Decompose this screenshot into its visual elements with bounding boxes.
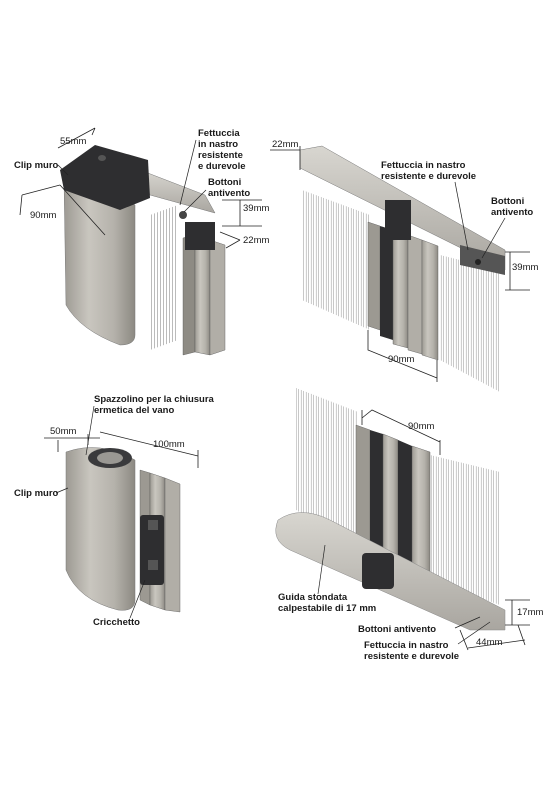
- bottoni-line-2: antivento: [208, 188, 250, 199]
- dim-44-label: 44mm: [476, 637, 502, 648]
- antiwind-button: [179, 211, 187, 219]
- dim-90-line: [367, 330, 438, 382]
- profile-2: [380, 226, 393, 340]
- cricchetto-label: Cricchetto: [93, 617, 140, 628]
- dim-90-line: [19, 184, 106, 236]
- ratchet-knob: [148, 520, 158, 530]
- mesh-right: [430, 455, 500, 605]
- panel-top-right: 22mm Fettuccia in nastro resistente e du…: [270, 139, 538, 392]
- roll-core: [97, 452, 123, 464]
- rail-end-black: [460, 245, 505, 275]
- panel-bottom-left: Spazzolino per la chiusura ermetica del …: [14, 394, 215, 628]
- dim-50-label: 50mm: [50, 426, 76, 437]
- bottoni-line-2: antivento: [491, 207, 533, 218]
- dim-22-label: 22mm: [272, 139, 298, 150]
- profile-1: [182, 233, 196, 356]
- dim-90-label: 90mm: [408, 421, 434, 432]
- ratchet-knob-2: [148, 560, 158, 570]
- fettuccia-line-1: Fettuccia in nastro: [381, 160, 466, 171]
- dim-44-line: [459, 624, 526, 651]
- dim-22-label: 22mm: [243, 235, 269, 246]
- dim-39-line: [505, 251, 530, 291]
- dim-55-label: 55mm: [60, 136, 86, 147]
- bottoni-leader: [481, 217, 506, 259]
- fettuccia-line-2: resistente e durevole: [364, 651, 459, 662]
- profile-4: [407, 234, 423, 355]
- clip-muro-label: Clip muro: [14, 160, 59, 171]
- dim-90-line: [361, 409, 441, 455]
- fettuccia-leader: [454, 181, 469, 251]
- spazzolino-line-1: Spazzolino per la chiusura: [94, 394, 215, 405]
- profile-3: [392, 229, 409, 349]
- spazzolino-line-2: ermetica del vano: [94, 405, 174, 416]
- guida-leader: [317, 544, 326, 595]
- cassette-body: [65, 447, 136, 611]
- clip-muro-leader: [55, 487, 69, 494]
- panel-bottom-right: 90mm Guida stondata calpestabile di 17 m…: [275, 388, 543, 662]
- fettuccia-line-4: e durevole: [198, 161, 246, 172]
- cricchetto-leader: [129, 579, 146, 619]
- dim-22-line: [219, 231, 241, 249]
- profile-2: [194, 233, 211, 356]
- cassette-body: [63, 179, 136, 346]
- dim-39-label: 39mm: [243, 203, 269, 214]
- profile-4: [398, 440, 412, 575]
- spazzolino-leader: [85, 405, 95, 456]
- dim-100-label: 100mm: [153, 439, 185, 450]
- mesh-right: [440, 255, 500, 392]
- clip-muro-leader: [57, 164, 69, 176]
- fettuccia-line-3: resistente: [198, 150, 243, 161]
- bottoni-line-1: Bottoni: [491, 196, 524, 207]
- profile-3: [164, 477, 181, 613]
- bottoni-leader: [454, 616, 481, 629]
- dim-100-line: [99, 431, 199, 468]
- bottoni-line-1: Bottoni: [208, 177, 241, 188]
- profile-2: [370, 430, 383, 565]
- mesh-left: [296, 388, 358, 545]
- profile-3: [209, 239, 226, 356]
- guida-line-1: Guida stondata: [278, 592, 348, 603]
- dim-39-label: 39mm: [512, 262, 538, 273]
- bottoni-label: Bottoni antivento: [358, 624, 436, 635]
- dim-50-line: [44, 434, 100, 452]
- dim-90-label: 90mm: [30, 210, 56, 221]
- fettuccia-leader: [457, 621, 491, 645]
- bottoni-leader: [183, 189, 207, 213]
- cap-hole: [98, 155, 106, 161]
- black-bracket: [185, 222, 215, 250]
- fettuccia-line-1: Fettuccia: [198, 128, 240, 139]
- fettuccia-line-1: Fettuccia in nastro: [364, 640, 449, 651]
- black-end-cap: [60, 145, 150, 210]
- mesh-screen: [150, 205, 178, 350]
- dim-17-line: [505, 599, 530, 626]
- fettuccia-line-2: in nastro: [198, 139, 238, 150]
- fettuccia-leader: [179, 139, 197, 206]
- guida-line-2: calpestabile di 17 mm: [278, 603, 376, 614]
- antiwind-button: [475, 259, 481, 265]
- dim-39-line: [222, 199, 262, 227]
- dim-90-label: 90mm: [388, 354, 414, 365]
- mesh-left: [302, 190, 370, 330]
- profile-5: [411, 445, 431, 581]
- panel-top-left: 55mm Clip muro 90mm Fettuccia in nastro …: [14, 127, 269, 356]
- profile-5: [421, 239, 439, 361]
- dim-55-line: [57, 127, 96, 149]
- black-bracket: [385, 200, 411, 240]
- clip-muro-label: Clip muro: [14, 488, 59, 499]
- black-bracket: [362, 553, 394, 589]
- profile-1: [367, 221, 381, 331]
- fettuccia-line-2: resistente e durevole: [381, 171, 476, 182]
- dim-17-label: 17mm: [517, 607, 543, 618]
- dim-22-line: [270, 146, 301, 170]
